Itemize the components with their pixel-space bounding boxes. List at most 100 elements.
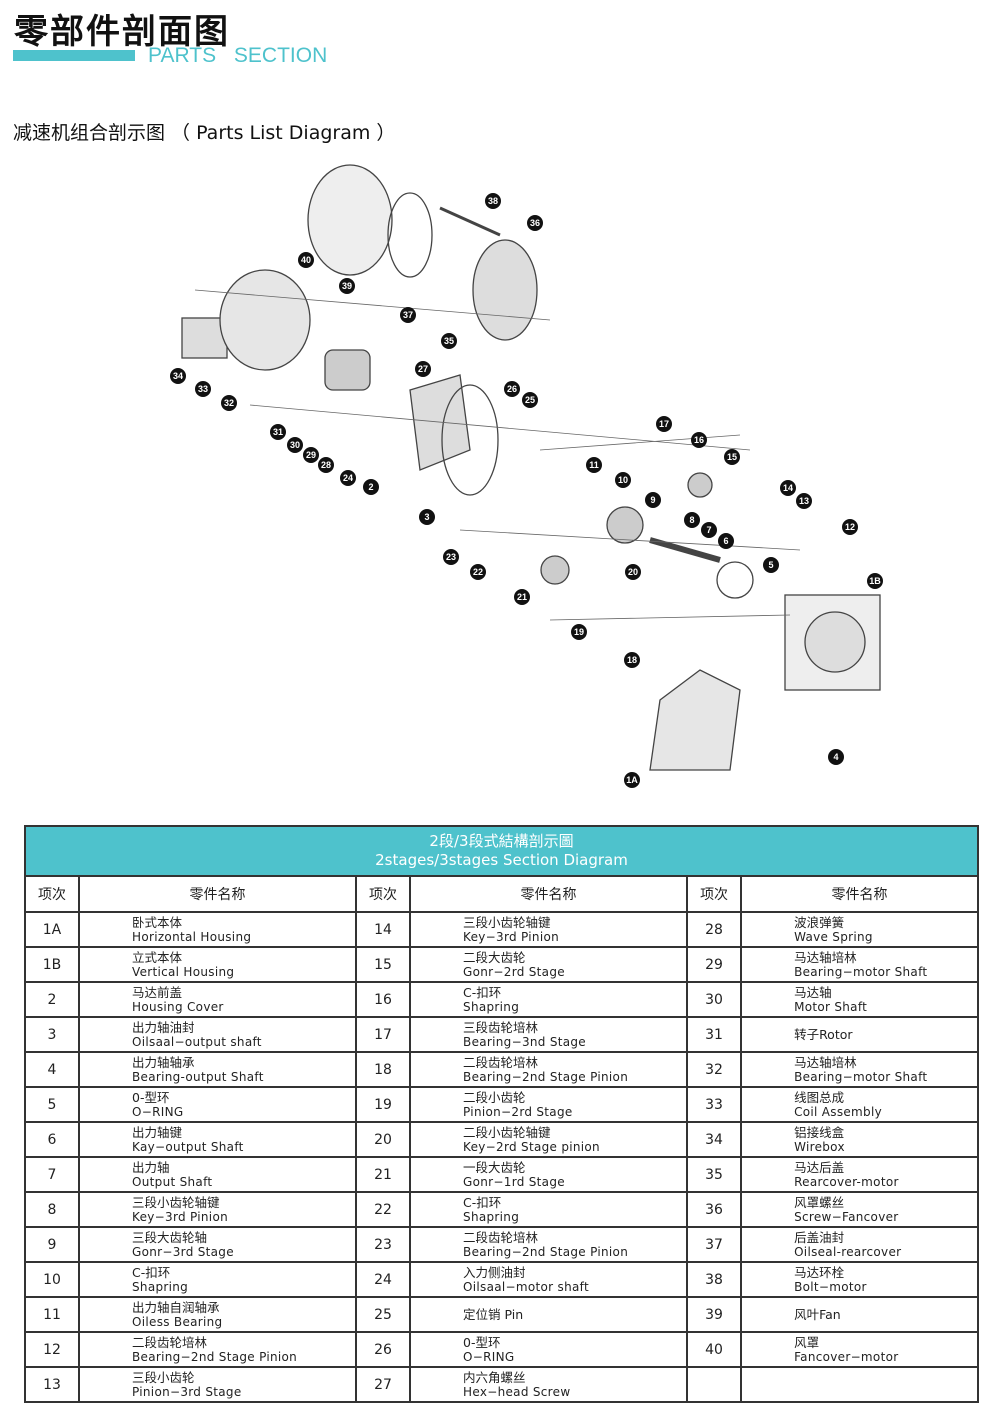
part-callout: 36 (527, 215, 543, 231)
part-name-cn: 0-型环 (463, 1334, 501, 1350)
part-number: 17 (355, 1016, 412, 1053)
part-number: 24 (355, 1261, 412, 1298)
part-name-cn: 线图总成 (794, 1089, 845, 1105)
part-callout: 1B (867, 573, 883, 589)
part-name-en: Bearing−3nd Stage (463, 1034, 586, 1049)
col-name: 零件名称 (77, 875, 358, 913)
part-name-cn: 二段小齿轮 (463, 1089, 526, 1105)
gear-9 (606, 506, 644, 544)
col-no: 项次 (355, 875, 412, 913)
part-name-en: Gonr−3rd Stage (132, 1244, 234, 1259)
part-name-en: Bearing−2nd Stage Pinion (132, 1349, 298, 1364)
part-number: 10 (24, 1261, 80, 1298)
page-subtitle: PARTS SECTION (148, 44, 328, 67)
part-name-cn: C-扣环 (463, 984, 502, 1000)
part-name-cn: 出力轴油封 (132, 1019, 195, 1035)
fan-shape (387, 192, 433, 278)
coil-shape (219, 269, 311, 371)
bearing-5 (716, 561, 754, 599)
part-name-cn: 风罩 (794, 1334, 820, 1350)
part-name-cn: 二段大齿轮 (463, 949, 526, 965)
part-number: 1B (24, 946, 80, 983)
wirebox-shape (181, 317, 228, 359)
parts-drawing (181, 164, 881, 771)
part-name-cn: 卧式本体 (132, 914, 183, 930)
part-callout: 23 (443, 549, 459, 565)
part-callout: 10 (615, 472, 631, 488)
part-number: 20 (355, 1121, 412, 1158)
part-name-en: O−RING (132, 1104, 184, 1119)
part-number: 14 (355, 911, 412, 948)
part-name-en: O−RING (463, 1349, 515, 1364)
part-callout: 27 (415, 361, 431, 377)
col-no: 项次 (686, 875, 743, 913)
part-name-en: Kay−output Shaft (132, 1139, 244, 1154)
bolt-shape (439, 206, 501, 237)
part-name-en: Oilseal-rearcover (794, 1244, 902, 1259)
part-number: 39 (686, 1296, 743, 1333)
part-callout: 35 (441, 333, 457, 349)
part-callout: 13 (796, 493, 812, 509)
part-name-cn: 出力轴 (132, 1159, 170, 1175)
part-number: 27 (355, 1366, 412, 1403)
part-name-cn: 波浪弹簧 (794, 914, 845, 930)
part-name-en: Screw−Fancover (794, 1209, 899, 1224)
part-callout: 4 (828, 749, 844, 765)
part-name-en: Shapring (463, 999, 520, 1014)
part-name-cn: 入力侧油封 (463, 1264, 526, 1280)
part-callout: 37 (400, 307, 416, 323)
part-number: 21 (355, 1156, 412, 1193)
part-callout: 11 (586, 457, 602, 473)
part-callout: 12 (842, 519, 858, 535)
part-number: 18 (355, 1051, 412, 1088)
fancover-shape (307, 164, 393, 276)
part-name-cn: 马达环栓 (794, 1264, 845, 1280)
part-number: 34 (686, 1121, 743, 1158)
part-name: 定位销 Pin (409, 1296, 689, 1333)
part-name-en: Pinion−3rd Stage (132, 1384, 242, 1399)
part-number: 12 (24, 1331, 80, 1368)
part-name-cn: 定位销 Pin (463, 1306, 524, 1322)
part-callout: 25 (522, 392, 538, 408)
part-name-en: Bearing−2nd Stage Pinion (463, 1069, 629, 1084)
part-callout: 19 (571, 624, 587, 640)
part-number: 36 (686, 1191, 743, 1228)
part-name-en: Vertical Housing (132, 964, 235, 979)
output-shaft (649, 537, 721, 563)
part-name-cn: 二段齿轮培林 (463, 1054, 539, 1070)
part-name-cn: 一段大齿轮 (463, 1159, 526, 1175)
part-name-en: Output Shaft (132, 1174, 213, 1189)
part-number: 2 (24, 981, 80, 1018)
part-number: 38 (686, 1261, 743, 1298)
part-number: 29 (686, 946, 743, 983)
part-name-cn: 铝接线盒 (794, 1124, 845, 1140)
part-callout: 17 (656, 416, 672, 432)
part-name-en: Oilsaal−motor shaft (463, 1279, 589, 1294)
part-number: 31 (686, 1016, 743, 1053)
part-callout: 31 (270, 424, 286, 440)
part-number: 15 (355, 946, 412, 983)
part-callout: 3 (419, 509, 435, 525)
accent-bar (13, 50, 135, 61)
